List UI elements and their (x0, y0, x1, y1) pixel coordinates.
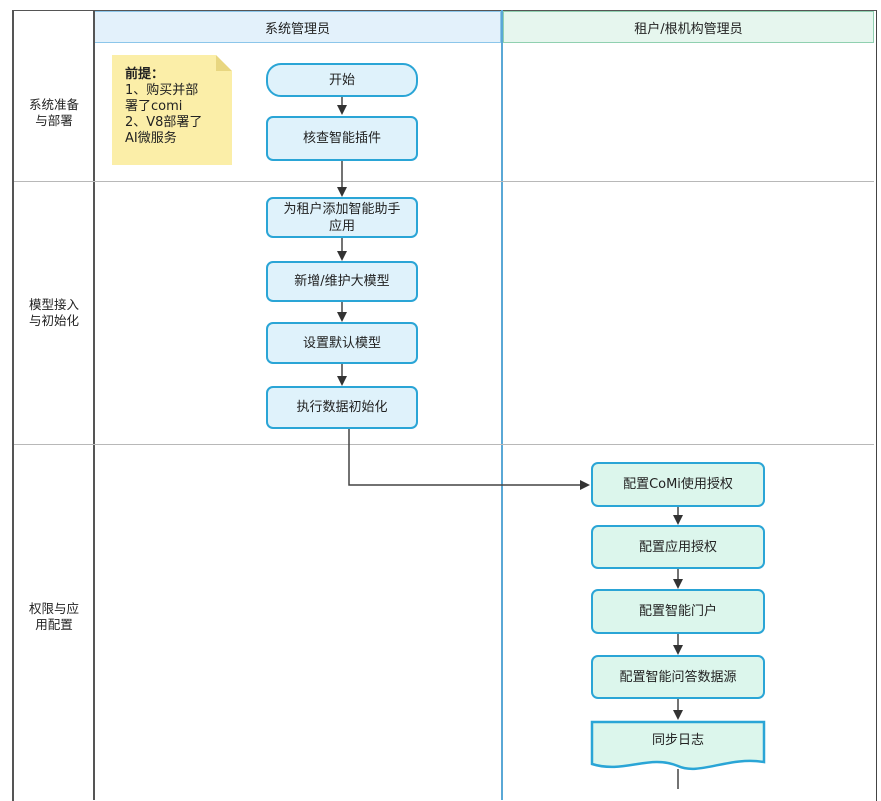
node-app-auth: 配置应用授权 (591, 525, 765, 569)
prerequisite-note: 前提： 1、购买并部 署了comi 2、V8部署了 AI微服务 (112, 55, 232, 165)
phase-column-divider (93, 10, 95, 800)
node-sync-log-shape (590, 720, 766, 771)
phase-label-text: 模型接入与初始化 (28, 297, 79, 328)
node-comi-auth: 配置CoMi使用授权 (591, 462, 765, 507)
node-default-model: 设置默认模型 (266, 322, 418, 364)
node-label: 为租户添加智能助手应用 (283, 201, 401, 234)
node-init-data: 执行数据初始化 (266, 386, 418, 429)
swimlane-frame (12, 10, 877, 801)
node-add-assistant-app: 为租户添加智能助手应用 (266, 197, 418, 238)
node-label: 新增/维护大模型 (294, 274, 390, 289)
node-label: 配置智能门户 (638, 604, 717, 619)
phase-label-text: 权限与应用配置 (28, 601, 79, 632)
node-label: 执行数据初始化 (296, 400, 388, 415)
node-start: 开始 (266, 63, 418, 97)
note-fold-corner (216, 55, 232, 71)
lane-header-tenant-admin: 租户/根机构管理员 (503, 11, 874, 43)
arrow-init-to-comi-auth (348, 429, 590, 490)
node-label: 设置默认模型 (302, 335, 381, 351)
node-label: 同步日志 (651, 732, 704, 748)
node-label: 配置智能问答数据源 (619, 669, 737, 685)
node-label: 配置应用授权 (638, 539, 717, 555)
node-maintain-model: 新增/维护大模型 (266, 261, 418, 302)
node-sync-log: 同步日志 (591, 720, 765, 760)
node-label: 开始 (328, 72, 355, 88)
note-title: 前提： (125, 67, 165, 82)
node-label: 配置CoMi使用授权 (623, 477, 733, 492)
node-check-plugin: 核查智能插件 (266, 116, 418, 161)
phase-divider-2 (14, 444, 874, 445)
node-smart-portal: 配置智能门户 (591, 589, 765, 634)
note-line: 署了comi (125, 99, 183, 114)
note-line: 1、购买并部 (125, 83, 199, 98)
node-label: 核查智能插件 (302, 131, 381, 146)
phase-label-text: 系统准备与部署 (28, 96, 79, 128)
lane-divider (501, 10, 503, 800)
phase-label-deployment: 系统准备与部署 (14, 44, 94, 181)
phase-divider-1 (14, 181, 874, 182)
note-line: 2、V8部署了 (125, 115, 203, 130)
note-line: AI微服务 (125, 131, 177, 146)
phase-label-permissions: 权限与应用配置 (14, 445, 94, 789)
node-qa-datasource: 配置智能问答数据源 (591, 655, 765, 699)
phase-label-model-init: 模型接入与初始化 (14, 182, 94, 444)
